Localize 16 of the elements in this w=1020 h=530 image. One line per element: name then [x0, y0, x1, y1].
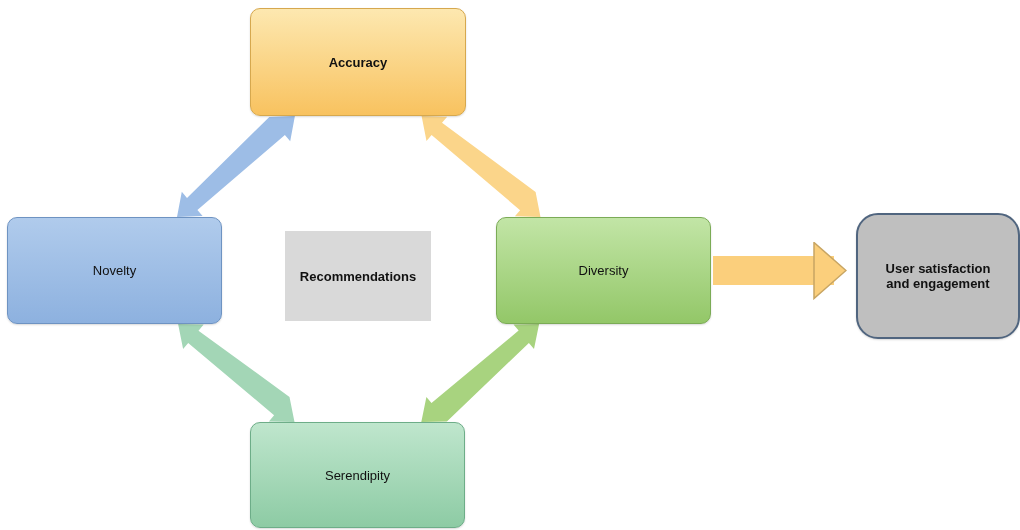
process-box	[250, 422, 465, 528]
outcome-box	[856, 213, 1020, 339]
node-label: Recommendations	[299, 268, 417, 284]
double-headed-arrow	[421, 116, 541, 217]
double-headed-arrow	[177, 116, 295, 217]
double-headed-arrow	[421, 324, 540, 422]
process-box	[496, 217, 711, 324]
node-label: User satisfaction and engagement	[884, 261, 992, 291]
node-label: Accuracy	[328, 54, 388, 70]
node-label: Diversity	[578, 263, 629, 278]
node-label: Novelty	[92, 263, 137, 278]
center-label-box	[285, 231, 431, 321]
node-label: Serendipity	[324, 467, 390, 483]
process-box	[250, 8, 466, 116]
process-box	[7, 217, 222, 324]
double-headed-arrow	[178, 324, 295, 422]
